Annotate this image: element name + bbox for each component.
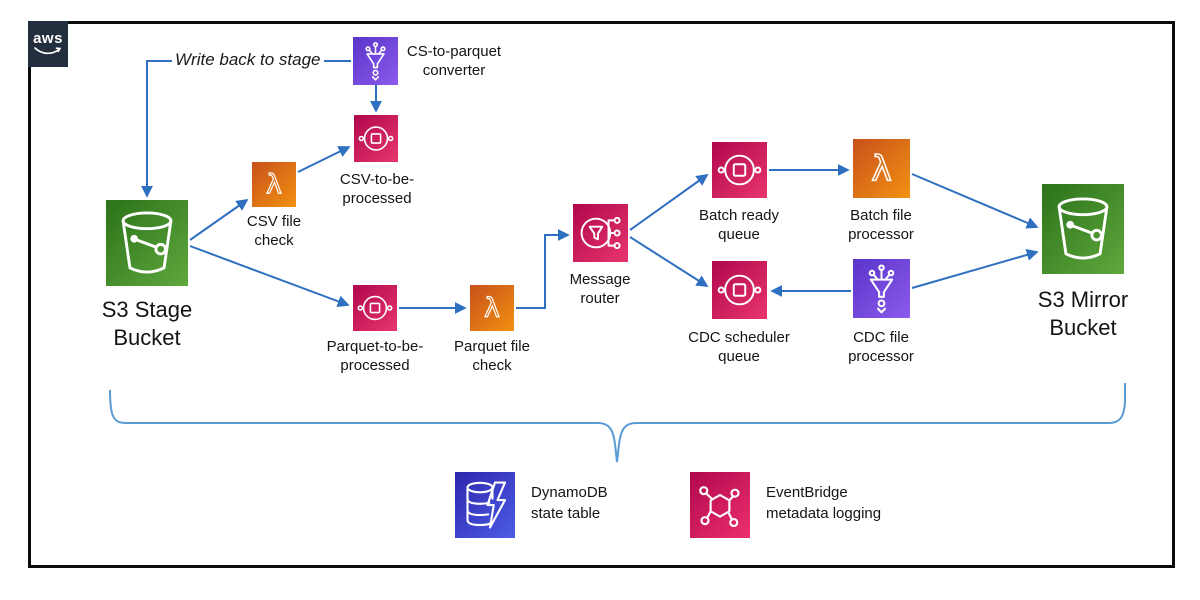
arrow-cdc-processor-to-mirror [911,249,1039,289]
svg-text:λ: λ [871,149,891,189]
grouping-brace [109,383,1126,463]
arrow-stage-to-parquet-queue [189,245,350,308]
eventbridge-metadata-logging-label: EventBridge metadata logging [766,484,882,522]
arrow-csv-check-to-csv-queue [297,146,351,173]
arrow-parquet-check-to-router [516,229,570,309]
s3-bucket-icon [106,200,188,286]
cdc-scheduler-queue-label: CDC scheduler queue [688,329,790,365]
cs-to-parquet-converter-label: CS-to-parquet converter [406,43,502,79]
batch-file-processor-label: Batch file processor [848,207,914,243]
sqs-queue-icon [353,285,397,331]
arrow-router-to-batch-queue [629,173,709,231]
message-router-label: Message router [569,271,631,307]
s3-bucket-icon [1042,184,1124,274]
arrow-batch-processor-to-mirror [911,173,1039,229]
sns-topic-icon [573,204,628,262]
write-back-annotation: Write back to stage [172,50,324,70]
step-functions-icon [353,37,398,85]
arrow-router-to-cdc-queue [629,236,709,287]
sqs-queue-icon [712,142,767,198]
aws-logo-badge: aws [28,21,68,67]
eventbridge-icon [690,472,750,538]
parquet-file-check-label: Parquet file check [454,338,530,374]
aws-logo-text: aws [33,29,63,47]
lambda-icon: λ [252,162,296,207]
sqs-queue-icon [354,115,398,162]
dynamodb-icon [455,472,515,538]
cdc-file-processor-label: CDC file processor [848,329,914,365]
diagram-frame [28,21,1175,568]
dynamodb-state-table-label: DynamoDB state table [531,484,608,522]
s3-stage-bucket-label: S3 Stage Bucket [101,297,193,350]
svg-text:λ: λ [266,170,282,201]
csv-to-be-processed-label: CSV-to-be- processed [339,171,415,207]
aws-smile-icon [34,46,61,54]
parquet-to-be-processed-label: Parquet-to-be- processed [326,338,424,374]
step-functions-icon [853,259,910,318]
arrow-stage-to-csv-check [189,198,249,241]
lambda-icon: λ [853,139,910,198]
svg-text:λ: λ [484,293,500,324]
sqs-queue-icon [712,261,767,319]
csv-file-check-label: CSV file check [246,213,302,249]
s3-mirror-bucket-label: S3 Mirror Bucket [1037,287,1129,340]
lambda-icon: λ [470,285,514,331]
batch-ready-queue-label: Batch ready queue [698,207,780,243]
